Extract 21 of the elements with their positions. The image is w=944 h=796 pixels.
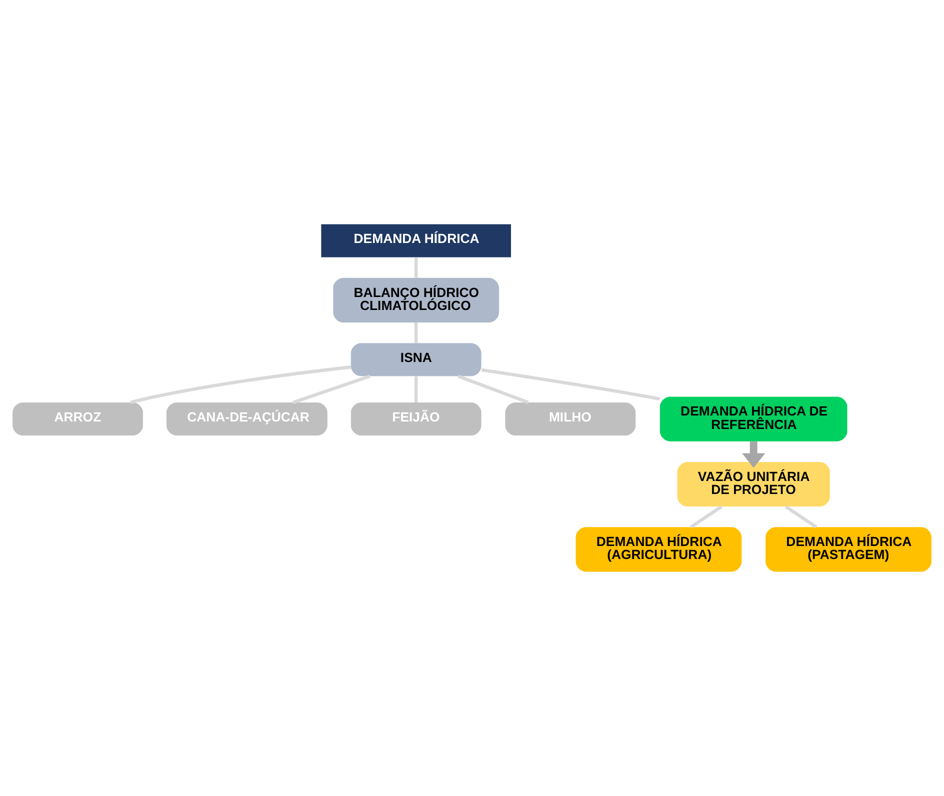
connector <box>784 505 818 528</box>
node-box: MILHO <box>505 402 636 436</box>
node-box: BALANÇO HÍDRICO CLIMATOLÓGICO <box>333 278 500 322</box>
node-box: DEMANDA HÍDRICA (AGRICULTURA) <box>576 527 742 572</box>
connector <box>481 368 660 401</box>
node-box: ISNA <box>350 343 482 376</box>
arrow <box>742 441 766 468</box>
connector <box>292 374 371 404</box>
connector <box>414 257 418 278</box>
node-box: DEMANDA HÍDRICA (PASTAGEM) <box>766 527 932 572</box>
node-box: FEIJÃO <box>350 402 482 436</box>
node-box: ARROZ <box>12 402 143 436</box>
connector <box>458 374 529 404</box>
node-box: DEMANDA HÍDRICA DE REFERÊNCIA <box>660 396 848 442</box>
node-box: VAZÃO UNITÁRIA DE PROJETO <box>677 462 830 506</box>
connector <box>690 505 722 528</box>
connector <box>130 365 351 404</box>
connector <box>414 322 418 344</box>
connector <box>414 376 418 402</box>
node-box: CANA-DE-AÇÚCAR <box>166 402 328 436</box>
node-box: DEMANDA HÍDRICA <box>321 224 511 258</box>
